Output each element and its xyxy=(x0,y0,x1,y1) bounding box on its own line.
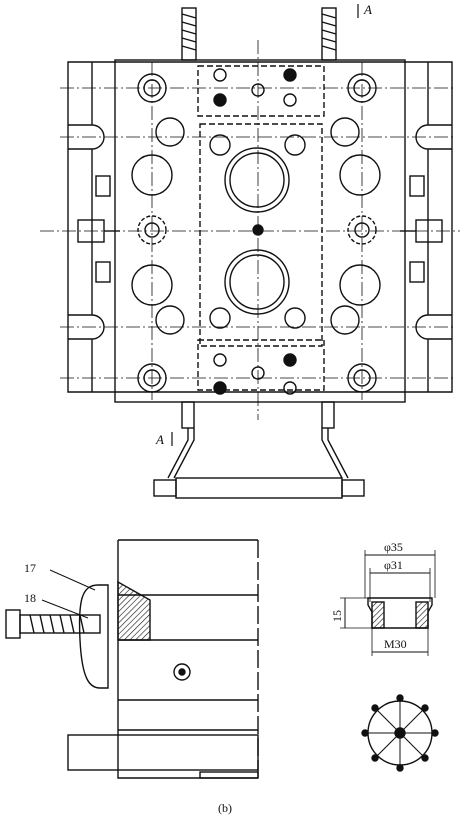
part-label-18: 18 xyxy=(24,591,36,605)
top-springs xyxy=(181,7,337,61)
center-lines xyxy=(40,40,460,420)
cavity-lower xyxy=(224,249,290,315)
part-label-17: 17 xyxy=(24,561,36,575)
figure-caption: (b) xyxy=(218,801,232,815)
bottom-handle xyxy=(153,401,365,499)
mold-plan-view xyxy=(67,7,453,499)
dim-height: 15 xyxy=(330,610,344,622)
star-tool xyxy=(361,694,439,772)
dim-outer-diameter: φ35 xyxy=(384,540,403,554)
cavity-upper xyxy=(224,147,290,213)
section-marker-top: A xyxy=(363,2,372,17)
section-marker-bottom: A xyxy=(155,432,164,447)
ring-detail xyxy=(340,550,436,656)
outer-plate xyxy=(67,61,453,393)
section-view xyxy=(5,539,259,779)
dim-thread: M30 xyxy=(384,637,407,651)
cavity-outline xyxy=(199,123,323,347)
small-holes xyxy=(213,68,297,395)
dim-inner-diameter: φ31 xyxy=(384,558,403,572)
